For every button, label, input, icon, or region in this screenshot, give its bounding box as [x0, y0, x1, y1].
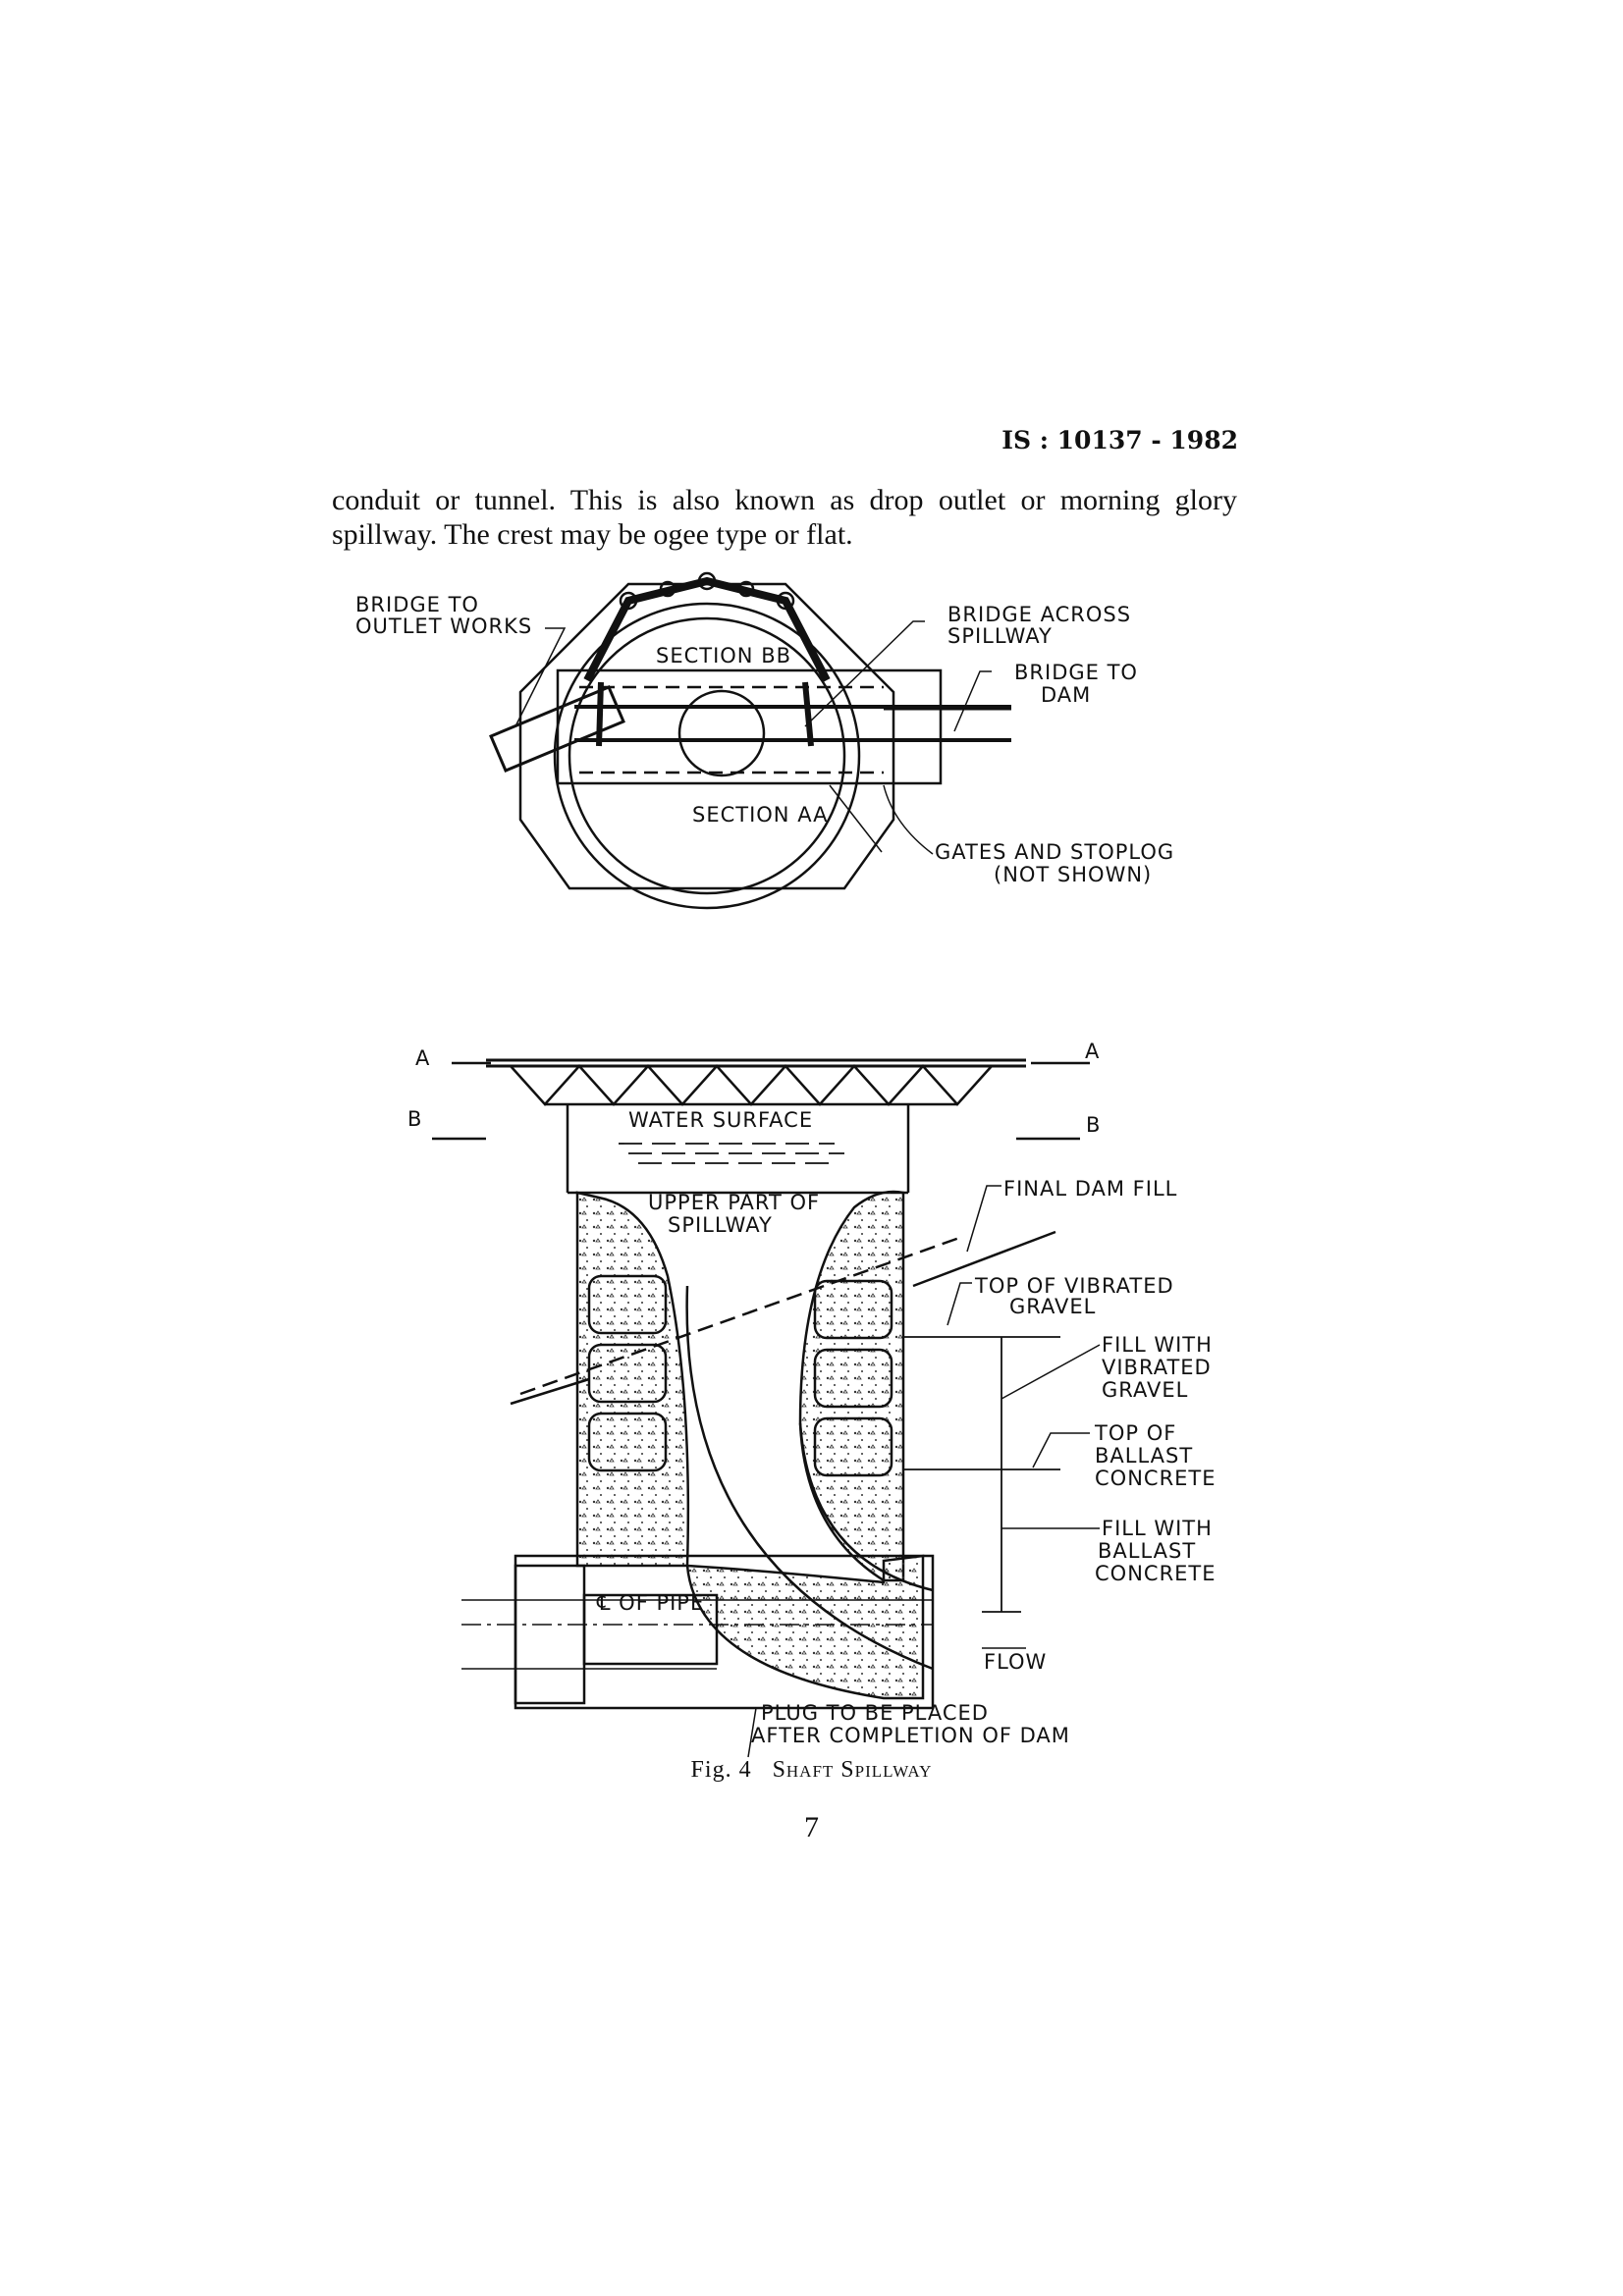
- label-upper-part-2: SPILLWAY: [668, 1213, 773, 1237]
- plan-octagon: [518, 582, 895, 890]
- figure-caption: Fig. 4 Shaft Spillway: [0, 1757, 1623, 1784]
- outlet-works-bridge: [489, 685, 625, 773]
- label-water-surface: WATER SURFACE: [628, 1108, 813, 1132]
- label-final-dam-fill: FINAL DAM FILL: [1003, 1177, 1177, 1201]
- label-fill-ballast-2: BALLAST: [1098, 1539, 1196, 1563]
- label-top-ballast-2: BALLAST: [1095, 1444, 1193, 1468]
- standard-number: IS : 10137 - 1982: [1001, 426, 1238, 454]
- plan-frame: [556, 668, 943, 785]
- label-fill-vibrated-2: VIBRATED: [1102, 1356, 1212, 1379]
- paragraph-line-2: spillway. The crest may be ogee type or …: [332, 518, 853, 551]
- label-plug-2: AFTER COMPLETION OF DAM: [751, 1724, 1070, 1747]
- label-top-ballast-1: TOP OF: [1094, 1421, 1176, 1445]
- plan-view: [489, 571, 1011, 910]
- section-leaders: [747, 1185, 1101, 1758]
- label-fill-vibrated-1: FILL WITH: [1102, 1333, 1213, 1357]
- label-bridge-to-outlet-2: OUTLET WORKS: [355, 614, 532, 638]
- label-section-bb: SECTION BB: [656, 644, 791, 667]
- body-paragraph: conduit or tunnel. This is also known as…: [332, 483, 1237, 552]
- vibrated-gravel-line: [519, 1235, 963, 1396]
- label-b-right: B: [1086, 1113, 1101, 1137]
- label-b-left: B: [407, 1107, 422, 1131]
- plan-shaft: [677, 689, 766, 777]
- label-bridge-to-dam-1: BRIDGE TO: [1014, 661, 1138, 684]
- plan-labels: BRIDGE TO OUTLET WORKS SECTION BB SECTIO…: [355, 593, 1174, 886]
- label-top-vibrated-1: TOP OF VIBRATED: [974, 1274, 1174, 1298]
- final-dam-fill-line: [912, 1230, 1056, 1288]
- label-fill-ballast-3: CONCRETE: [1095, 1562, 1217, 1585]
- label-bridge-across-2: SPILLWAY: [947, 624, 1053, 648]
- label-fill-vibrated-3: GRAVEL: [1102, 1378, 1188, 1402]
- caption-prefix: Fig. 4: [690, 1757, 752, 1783]
- label-of-pipe: ℄ OF PIPE: [596, 1591, 704, 1615]
- label-top-vibrated-2: GRAVEL: [1009, 1295, 1096, 1318]
- plan-outer-ring: [553, 602, 861, 910]
- label-upper-part-1: UPPER PART OF: [648, 1191, 820, 1214]
- plan-leaders: [514, 620, 992, 855]
- label-a-right: A: [1085, 1040, 1100, 1063]
- label-gates-1: GATES AND STOPLOG: [935, 840, 1174, 864]
- label-bridge-to-outlet-1: BRIDGE TO: [355, 593, 479, 616]
- paragraph-line-1: conduit or tunnel. This is also known as…: [332, 484, 1237, 516]
- right-wall: [798, 1190, 905, 1582]
- bridge-truss: [510, 1064, 993, 1106]
- label-section-aa: SECTION AA: [692, 803, 829, 827]
- label-fill-ballast-1: FILL WITH: [1102, 1517, 1213, 1540]
- label-gates-2: (NOT SHOWN): [994, 863, 1152, 886]
- caption-title: Shaft Spillway: [772, 1757, 933, 1783]
- section-view: [432, 1058, 1090, 1710]
- page-number: 7: [804, 1811, 819, 1843]
- label-top-ballast-3: CONCRETE: [1095, 1467, 1217, 1490]
- section-labels: A B A B WATER SURFACE UPPER PART OF SPIL…: [407, 1040, 1217, 1747]
- water-surface-lines: [619, 1143, 844, 1164]
- spillway-bend: [685, 1554, 925, 1700]
- left-wall: [575, 1191, 690, 1568]
- label-bridge-to-dam-2: DAM: [1041, 683, 1091, 707]
- label-flow: FLOW: [984, 1650, 1047, 1674]
- label-a-left: A: [415, 1046, 430, 1070]
- label-plug-1: PLUG TO BE PLACED: [761, 1701, 989, 1725]
- dimension-lines: [903, 1336, 1060, 1613]
- plan-bridge-arc: [583, 576, 831, 682]
- label-bridge-across-1: BRIDGE ACROSS: [947, 603, 1131, 626]
- plan-inner-ring: [568, 616, 846, 895]
